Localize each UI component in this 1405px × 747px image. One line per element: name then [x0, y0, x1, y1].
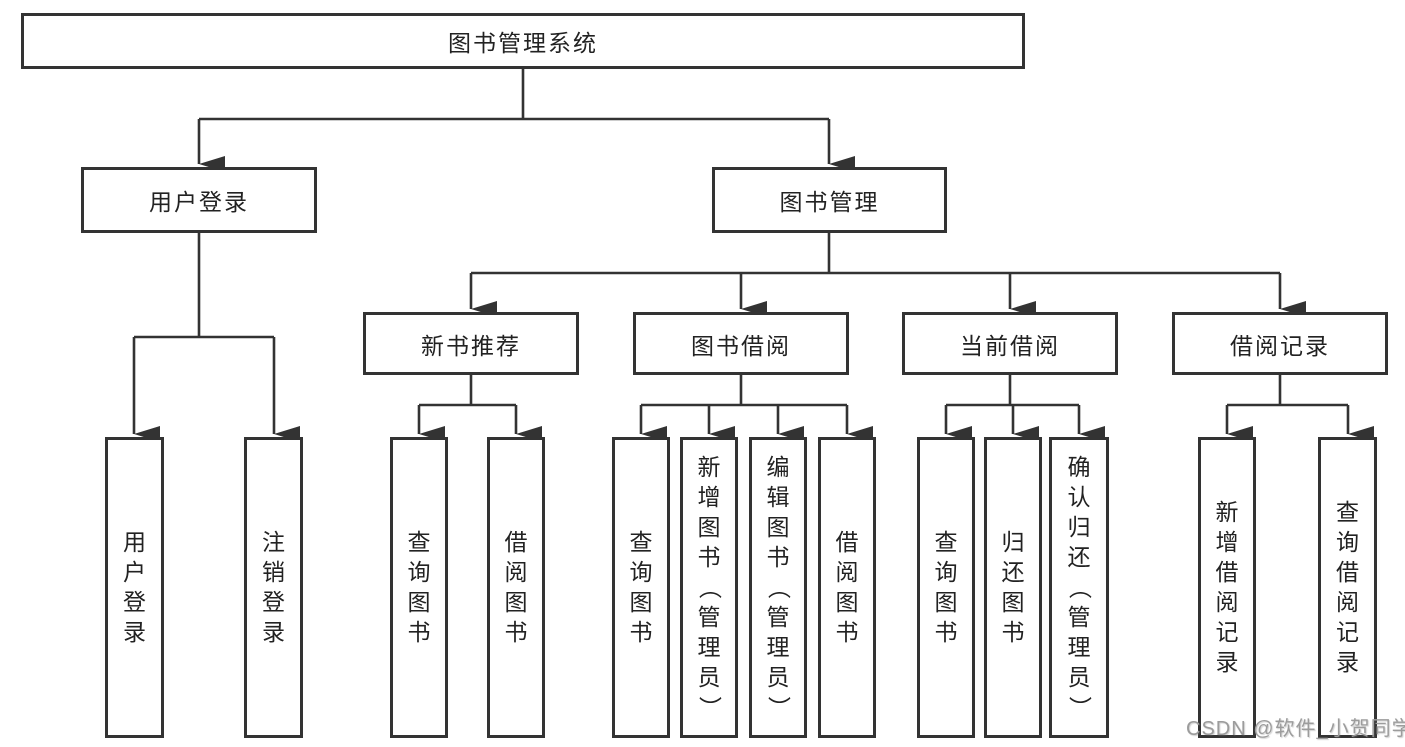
node-borrowing-records: 借阅记录 [1172, 312, 1388, 375]
node-library-management-system: 图书管理系统 [21, 13, 1025, 69]
node-book-management: 图书管理 [712, 167, 947, 233]
leaf-borrow-books-recommend-label: 借阅图书 [504, 529, 528, 645]
leaf-user-login: 用户登录 [105, 437, 164, 738]
leaf-add-borrow-record-label: 新增借阅记录 [1215, 499, 1239, 675]
leaf-borrow-books-recommend: 借阅图书 [487, 437, 545, 738]
leaf-query-books-current-label: 查询图书 [934, 529, 958, 645]
leaf-confirm-return-admin: 确认归还（管理员） [1049, 437, 1109, 738]
leaf-query-borrow-record-label: 查询借阅记录 [1336, 499, 1359, 675]
node-user-login: 用户登录 [81, 167, 317, 233]
leaf-logout-login: 注销登录 [244, 437, 303, 738]
leaf-return-books-label: 归还图书 [1001, 529, 1025, 645]
leaf-return-books: 归还图书 [984, 437, 1042, 738]
leaf-user-login-label: 用户登录 [123, 529, 146, 645]
node-current-borrowing: 当前借阅 [902, 312, 1118, 375]
leaf-query-books-borrowing: 查询图书 [612, 437, 670, 738]
node-book-borrowing: 图书借阅 [633, 312, 849, 375]
leaf-query-books-recommend-label: 查询图书 [407, 529, 431, 645]
leaf-edit-books-admin: 编辑图书（管理员） [749, 437, 807, 738]
leaf-edit-books-admin-label: 编辑图书（管理员） [765, 454, 792, 720]
leaf-query-borrow-record: 查询借阅记录 [1318, 437, 1377, 738]
leaf-add-books-admin-label: 新增图书（管理员） [696, 454, 723, 720]
leaf-query-books-borrowing-label: 查询图书 [629, 529, 653, 645]
node-new-book-recommendation: 新书推荐 [363, 312, 579, 375]
leaf-confirm-return-admin-label: 确认归还（管理员） [1066, 454, 1093, 720]
leaf-borrow-books-label: 借阅图书 [835, 529, 859, 645]
leaf-add-borrow-record: 新增借阅记录 [1198, 437, 1256, 738]
csdn-watermark: CSDN @软件_小贺同学 [1186, 718, 1405, 740]
leaf-logout-login-label: 注销登录 [262, 529, 285, 645]
leaf-query-books-current: 查询图书 [917, 437, 975, 738]
leaf-query-books-recommend: 查询图书 [390, 437, 448, 738]
leaf-add-books-admin: 新增图书（管理员） [680, 437, 738, 738]
leaf-borrow-books: 借阅图书 [818, 437, 876, 738]
